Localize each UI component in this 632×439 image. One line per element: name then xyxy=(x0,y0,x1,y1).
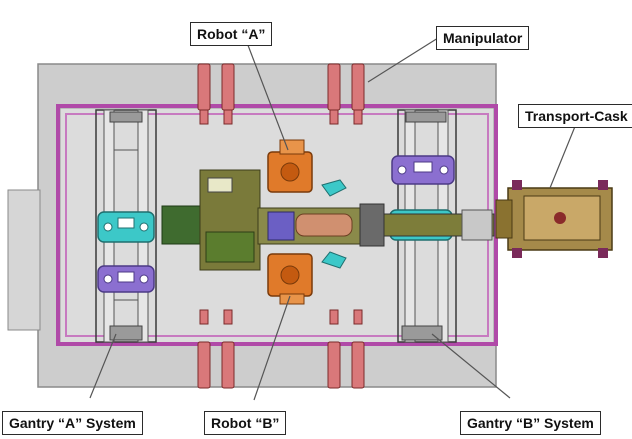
gantry-a xyxy=(95,109,157,343)
manipulators-top xyxy=(197,63,365,125)
label-robot-b: Robot “B” xyxy=(204,411,287,435)
robot-a-unit xyxy=(267,139,347,197)
manipulators-bottom xyxy=(197,309,365,389)
label-manipulator: Manipulator xyxy=(436,26,530,50)
label-robot-a: Robot “A” xyxy=(190,22,273,46)
label-gantry-a: Gantry “A” System xyxy=(2,411,143,435)
label-transport-cask: Transport-Cask xyxy=(518,104,632,128)
transport-cask xyxy=(495,180,613,258)
leader-lines xyxy=(89,37,577,401)
label-gantry-b: Gantry “B” System xyxy=(460,411,601,435)
central-assembly xyxy=(161,169,495,271)
robot-b-unit xyxy=(267,251,347,305)
left-extension xyxy=(7,189,41,331)
